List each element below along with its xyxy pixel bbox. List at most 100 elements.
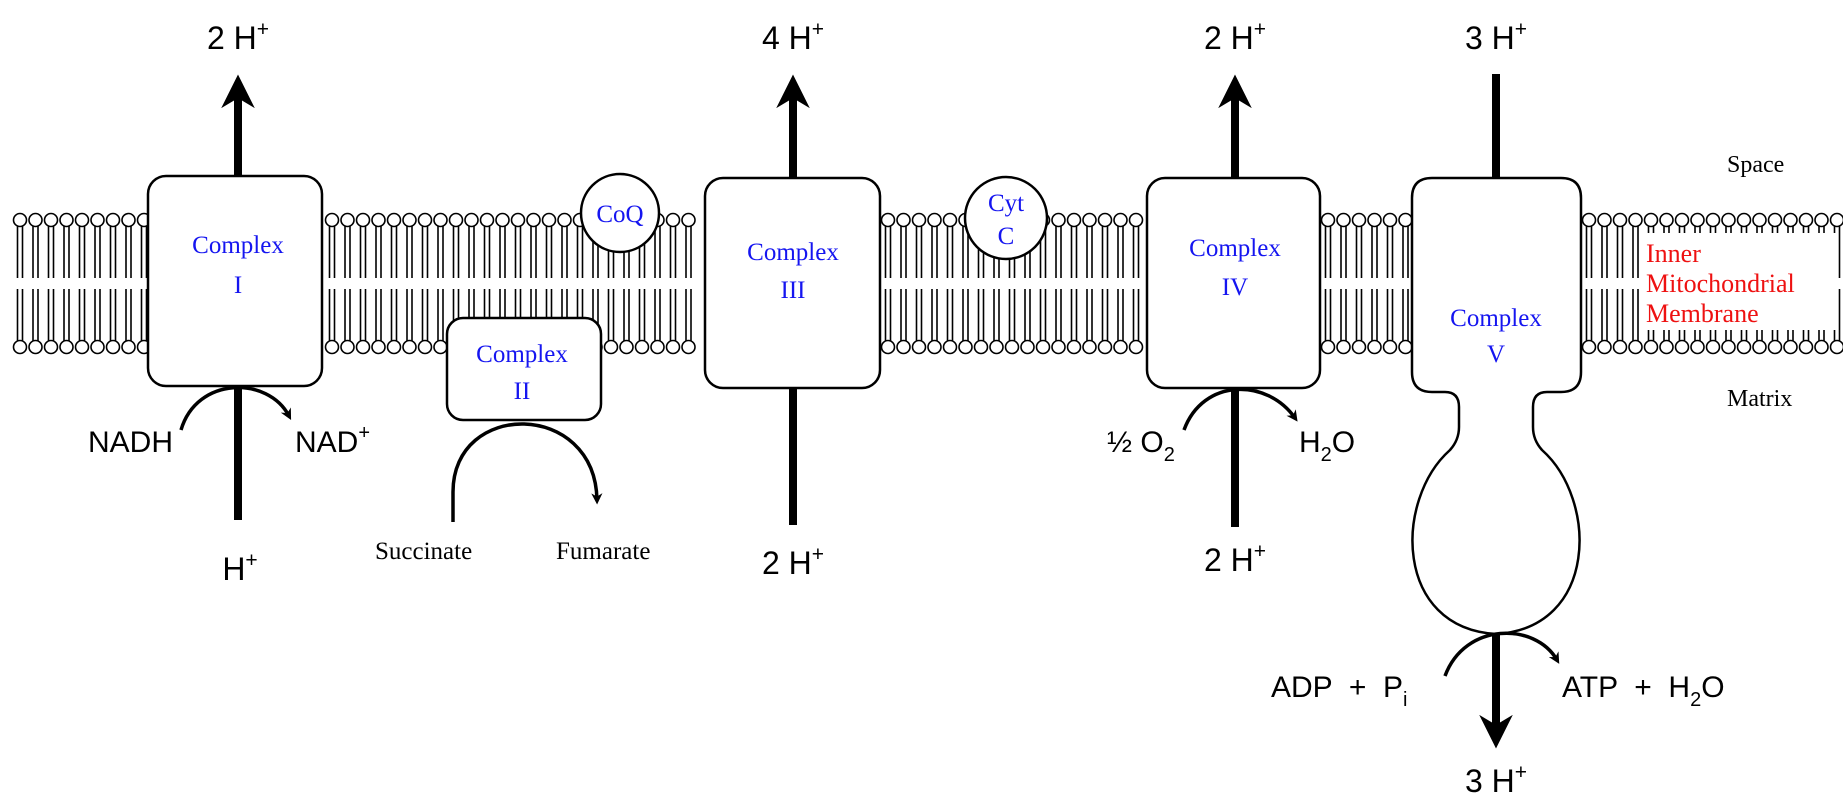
lipid-head-lower bbox=[1659, 339, 1674, 355]
lipid-head-upper bbox=[1597, 212, 1612, 228]
lipid-head-upper bbox=[28, 212, 43, 228]
membrane-label-backdrop bbox=[1641, 233, 1837, 330]
lipid-head-lower bbox=[650, 339, 665, 355]
lipid-head-upper bbox=[417, 212, 433, 228]
lipid-head-upper bbox=[1814, 212, 1829, 228]
lipid-head-lower bbox=[1051, 339, 1066, 355]
lipid-head-lower bbox=[1783, 339, 1798, 355]
lipid-head-upper bbox=[448, 212, 464, 228]
membrane-label-3: Membrane bbox=[1646, 299, 1759, 328]
lipid-head-upper bbox=[665, 212, 681, 228]
lipid-head-upper bbox=[557, 212, 572, 228]
complex-iii-label-2: III bbox=[781, 277, 806, 304]
lipid-head-lower bbox=[402, 339, 417, 355]
atp-reaction-arrow bbox=[1443, 631, 1560, 677]
lipid-head-lower bbox=[355, 339, 371, 355]
atp-water-label: ATP + H2O bbox=[1562, 671, 1725, 711]
cytc-label-1: Cyt bbox=[988, 190, 1024, 217]
membrane-label-1: Inner bbox=[1646, 239, 1701, 268]
lipid-head-lower bbox=[90, 339, 105, 355]
lipid-head-upper bbox=[1320, 212, 1336, 228]
lipid-head-upper bbox=[1382, 212, 1398, 228]
lipid-head-lower bbox=[942, 339, 958, 355]
lipid-head-upper bbox=[1736, 212, 1752, 228]
lipid-head-lower bbox=[1004, 339, 1020, 355]
lipid-head-upper bbox=[1367, 212, 1382, 228]
proton-label-c5-out: 3 H+ bbox=[1465, 18, 1527, 56]
lipid-head-upper bbox=[1336, 212, 1351, 228]
lipid-head-upper bbox=[479, 212, 495, 228]
lipid-head-upper bbox=[942, 212, 958, 228]
proton-label-c1-in: H+ bbox=[222, 549, 257, 587]
lipid-head-lower bbox=[958, 339, 973, 355]
complex-ii-label-2: II bbox=[514, 378, 531, 405]
lipid-head-lower bbox=[896, 339, 911, 355]
succinate-reaction-arrow bbox=[451, 422, 603, 522]
lipid-head-upper bbox=[12, 212, 28, 228]
proton-label-c5-in: 3 H+ bbox=[1465, 761, 1527, 799]
lipid-head-lower bbox=[1798, 339, 1814, 355]
lipid-head-lower bbox=[105, 339, 121, 355]
complex-iv-label-2: IV bbox=[1222, 274, 1248, 301]
half-oxygen-label: ½ O2 bbox=[1107, 426, 1175, 466]
oxygen-reaction-arrow bbox=[1182, 387, 1298, 431]
lipid-head-lower bbox=[1674, 339, 1690, 355]
cytc-circle bbox=[963, 175, 1049, 261]
lipid-head-upper bbox=[371, 212, 386, 228]
lipid-head-lower bbox=[1020, 339, 1035, 355]
proton-label-c4-in: 2 H+ bbox=[1204, 540, 1266, 578]
complex-ii-box bbox=[445, 316, 603, 422]
complex-v-outline bbox=[1410, 176, 1583, 636]
lipid-head-lower bbox=[1320, 339, 1336, 355]
lipid-head-upper bbox=[1066, 212, 1082, 228]
lipid-head-upper bbox=[1690, 212, 1705, 228]
lipid-head-lower bbox=[1612, 339, 1628, 355]
lipid-head-lower bbox=[1581, 339, 1597, 355]
lipid-head-upper bbox=[340, 212, 355, 228]
lipid-head-upper bbox=[324, 212, 340, 228]
complex-v-label-2: V bbox=[1487, 341, 1505, 368]
lipid-head-lower bbox=[1097, 339, 1113, 355]
lipid-head-upper bbox=[402, 212, 417, 228]
lipid-head-upper bbox=[1128, 212, 1144, 228]
lipid-head-upper bbox=[880, 212, 896, 228]
lipid-head-lower bbox=[927, 339, 942, 355]
lipid-head-upper bbox=[433, 212, 448, 228]
complex-i-label-1: Complex bbox=[192, 232, 284, 259]
lipid-head-lower bbox=[973, 339, 989, 355]
lipid-head-upper bbox=[1798, 212, 1814, 228]
adp-pi-label: ADP + Pi bbox=[1271, 671, 1407, 711]
lipid-head-lower bbox=[681, 339, 696, 355]
lipid-head-lower bbox=[417, 339, 433, 355]
lipid-head-upper bbox=[1674, 212, 1690, 228]
lipid-head-lower bbox=[1690, 339, 1705, 355]
lipid-head-upper bbox=[386, 212, 402, 228]
coq-circle bbox=[579, 172, 661, 254]
water-label: H2O bbox=[1299, 426, 1355, 466]
lipid-head-lower bbox=[340, 339, 355, 355]
coq-label: CoQ bbox=[596, 201, 643, 228]
lipid-head-upper bbox=[1351, 212, 1367, 228]
nad-label: NAD+ bbox=[295, 422, 370, 459]
lipid-head-lower bbox=[665, 339, 681, 355]
fumarate-label: Fumarate bbox=[556, 538, 650, 565]
lipid-head-lower bbox=[1367, 339, 1382, 355]
lipid-head-lower bbox=[1035, 339, 1051, 355]
lipid-head-lower bbox=[1705, 339, 1721, 355]
complex-i-label-2: I bbox=[234, 272, 242, 299]
lipid-head-upper bbox=[1783, 212, 1798, 228]
lipid-head-upper bbox=[1705, 212, 1721, 228]
proton-label-c3-in: 2 H+ bbox=[762, 543, 824, 581]
lipid-head-lower bbox=[1628, 339, 1643, 355]
lipid-head-lower bbox=[1113, 339, 1128, 355]
lipid-head-lower bbox=[1814, 339, 1829, 355]
lipid-head-upper bbox=[59, 212, 74, 228]
lipid-head-upper bbox=[541, 212, 557, 228]
lipid-head-lower bbox=[59, 339, 74, 355]
lipid-head-upper bbox=[1581, 212, 1597, 228]
lipid-head-upper bbox=[105, 212, 121, 228]
complex-iii-label-1: Complex bbox=[747, 239, 839, 266]
nadh-reaction-arrow bbox=[179, 385, 292, 431]
lipid-head-upper bbox=[927, 212, 942, 228]
lipid-head-upper bbox=[526, 212, 541, 228]
